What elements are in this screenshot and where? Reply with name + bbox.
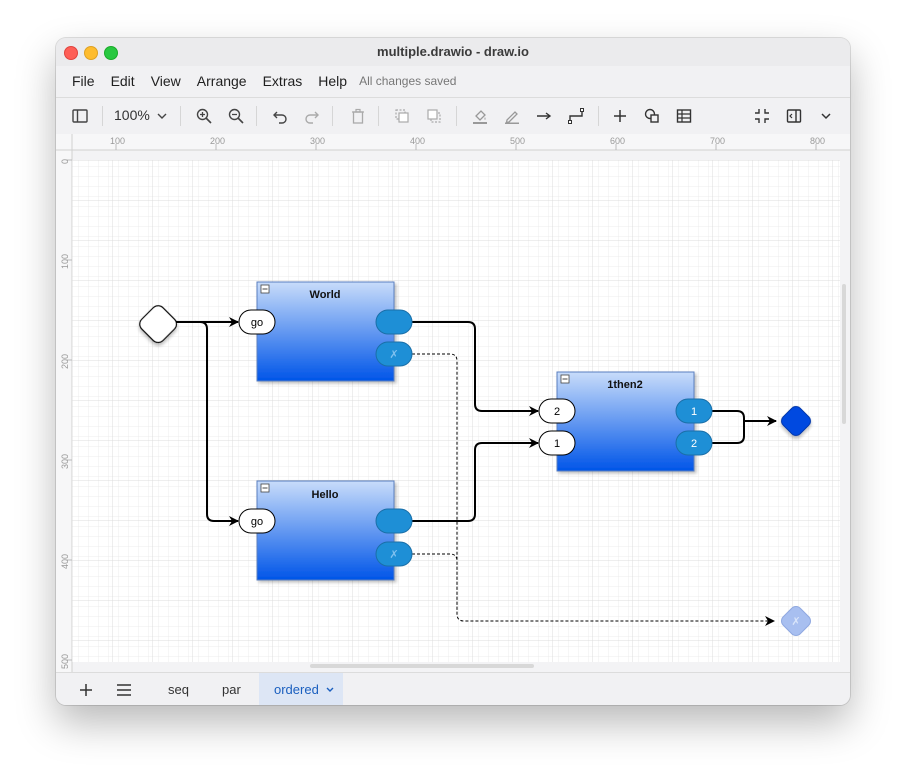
zoom-level[interactable]: 100%	[114, 107, 150, 123]
zoom-out-icon[interactable]	[226, 106, 246, 126]
ruler-h-label: 800	[810, 136, 825, 146]
svg-text:✗: ✗	[389, 549, 398, 561]
fullscreen-icon[interactable]	[752, 106, 772, 126]
ruler-h-label: 500	[510, 136, 525, 146]
pages-menu-icon[interactable]	[114, 680, 134, 700]
world-input-go	[238, 309, 276, 335]
menu-view[interactable]: View	[150, 73, 181, 89]
svg-text:go: go	[251, 516, 263, 528]
menu-help[interactable]: Help	[318, 73, 348, 89]
ruler-h-label: 100	[110, 136, 125, 146]
vertical-ruler	[56, 134, 72, 672]
menu-extras[interactable]: Extras	[262, 73, 303, 89]
sidebar-toggle-icon[interactable]	[70, 106, 90, 126]
connection-arrow-icon[interactable]	[534, 106, 554, 126]
edge-hello-to-then	[412, 438, 539, 522]
svg-text:1: 1	[554, 438, 560, 450]
close-window-button[interactable]	[64, 46, 78, 60]
to-front-icon[interactable]	[392, 106, 412, 126]
svg-text:2: 2	[691, 438, 697, 450]
tab-ordered[interactable]: ordered	[274, 682, 319, 697]
table-icon[interactable]	[674, 106, 694, 126]
ruler-h-label: 300	[310, 136, 325, 146]
tab-par[interactable]: par	[222, 682, 241, 697]
page-tabs-bar: seq par ordered	[56, 672, 850, 705]
end-fail-node	[781, 606, 811, 636]
hello-title: Hello	[312, 489, 339, 501]
svg-text:go: go	[251, 317, 263, 329]
ruler-v-label: 400	[60, 554, 70, 569]
menu-edit[interactable]: Edit	[110, 73, 135, 89]
world-container: World	[256, 281, 395, 382]
edge-world-fail	[412, 353, 775, 626]
edge-then-to-end-1	[712, 410, 777, 426]
world-output-port	[375, 309, 413, 335]
then-output-2	[675, 430, 713, 456]
then-container: 1then2	[556, 371, 695, 472]
waypoint-icon[interactable]	[566, 106, 586, 126]
format-panel-icon[interactable]	[784, 106, 804, 126]
edge-then-to-end-2	[712, 421, 745, 444]
end-success-node	[781, 406, 811, 436]
start-node	[139, 305, 178, 344]
zoom-in-icon[interactable]	[194, 106, 214, 126]
ruler-h-label: 200	[210, 136, 225, 146]
title-bar: multiple.drawio - draw.io	[56, 38, 850, 66]
insert-icon[interactable]	[610, 106, 630, 126]
window-title: multiple.drawio - draw.io	[377, 44, 529, 59]
ruler-v-label: 500	[60, 654, 70, 669]
svg-text:✗: ✗	[791, 616, 800, 628]
ruler-v-label: 300	[60, 454, 70, 469]
hello-output-port	[375, 508, 413, 534]
then-title: 1then2	[607, 379, 642, 391]
then-input-2	[538, 398, 576, 424]
menu-bar: File Edit View Arrange Extras Help All c…	[56, 66, 850, 96]
app-window: multiple.drawio - draw.io File Edit View…	[56, 38, 850, 705]
shapes-icon[interactable]	[642, 106, 662, 126]
menu-file[interactable]: File	[72, 73, 95, 89]
chevron-down-icon[interactable]	[816, 106, 836, 126]
delete-icon[interactable]	[348, 106, 368, 126]
toolbar: 100%	[56, 97, 850, 135]
then-output-1	[675, 398, 713, 424]
world-title: World	[310, 289, 341, 301]
ruler-ticks	[66, 144, 817, 661]
svg-text:✗: ✗	[389, 349, 398, 361]
svg-text:1: 1	[691, 406, 697, 418]
tab-seq[interactable]: seq	[168, 682, 189, 697]
tab-chevron-down-icon[interactable]	[324, 684, 336, 696]
maximize-window-button[interactable]	[104, 46, 118, 60]
vertical-scrollbar[interactable]	[842, 284, 846, 424]
diagram-canvas-area[interactable]: 100 200 300 400 500 600 700 800 0 100 20…	[56, 134, 850, 672]
to-back-icon[interactable]	[424, 106, 444, 126]
save-status: All changes saved	[359, 74, 457, 88]
zoom-dropdown-chevron-icon[interactable]	[152, 106, 172, 126]
ruler-h-label: 700	[710, 136, 725, 146]
world-output-fail-port	[375, 341, 413, 367]
hello-output-fail-port	[375, 541, 413, 567]
ruler-h-label: 600	[610, 136, 625, 146]
horizontal-scrollbar[interactable]	[310, 664, 534, 668]
add-page-icon[interactable]	[76, 680, 96, 700]
minimize-window-button[interactable]	[84, 46, 98, 60]
undo-icon[interactable]	[270, 106, 290, 126]
ruler-v-label: 0	[60, 159, 70, 164]
fill-color-icon[interactable]	[470, 106, 490, 126]
svg-text:2: 2	[554, 406, 560, 418]
ruler-v-label: 200	[60, 354, 70, 369]
then-input-1	[538, 430, 576, 456]
ruler-v-label: 100	[60, 254, 70, 269]
edge-world-to-then	[412, 321, 539, 416]
horizontal-ruler	[56, 134, 850, 150]
redo-icon[interactable]	[302, 106, 322, 126]
line-color-icon[interactable]	[502, 106, 522, 126]
hello-input-go	[238, 508, 276, 534]
menu-arrange[interactable]: Arrange	[196, 73, 247, 89]
ruler-h-label: 400	[410, 136, 425, 146]
hello-container: Hello	[256, 480, 395, 581]
